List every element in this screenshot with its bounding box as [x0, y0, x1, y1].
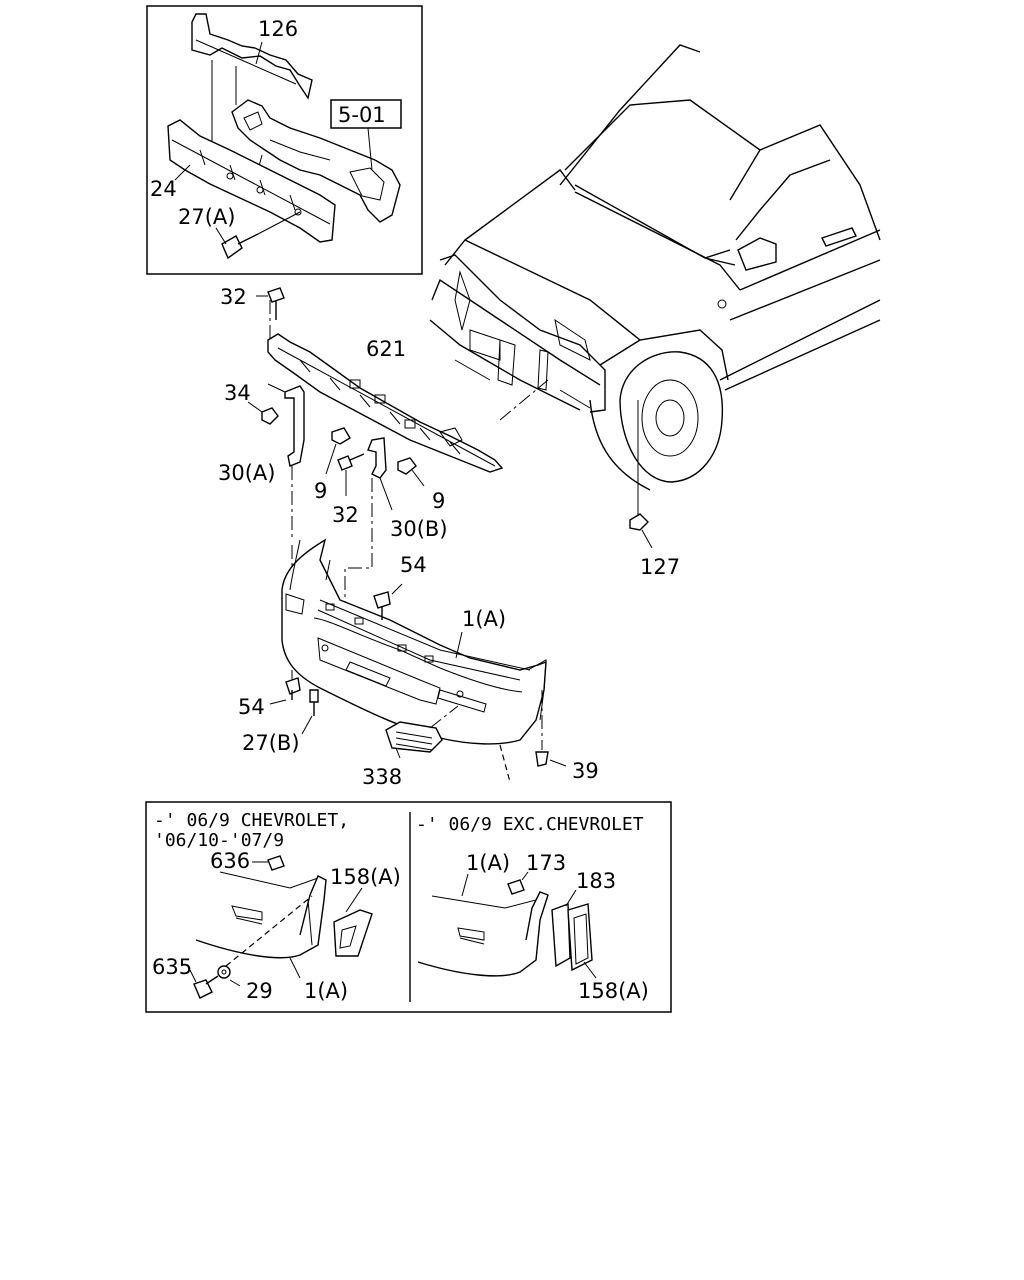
part-636-nut: [267, 855, 285, 871]
part-27a-bolt: [221, 235, 243, 260]
part-24-reinforcement: [167, 119, 336, 243]
label-1a-main: 1(A): [462, 607, 506, 631]
part-126-bracket: [191, 13, 313, 100]
label-1a-left: 1(A): [304, 979, 348, 1003]
label-158a-right: 158(A): [578, 979, 649, 1003]
ref-box-5-01: [330, 99, 402, 129]
part-9-nut-right: [397, 457, 425, 487]
label-27a: 27(A): [178, 205, 235, 229]
part-338-grille: [385, 705, 459, 759]
label-39: 39: [572, 759, 599, 783]
vehicle-front-view: [429, 44, 881, 520]
part-32-bolt-mid: [337, 453, 365, 496]
part-158a-left: [333, 909, 373, 957]
label-126: 126: [258, 17, 298, 41]
label-29: 29: [246, 979, 273, 1003]
part-54-clip-top: [373, 583, 403, 620]
part-621-bumper-support: [267, 300, 549, 473]
part-39-screw: [535, 690, 567, 767]
label-636: 636: [210, 849, 250, 873]
part-127-clip: [629, 513, 653, 549]
label-34: 34: [224, 381, 251, 405]
part-183-seal: [551, 903, 571, 968]
inset-frame: [146, 5, 423, 275]
part-34-nut: [247, 401, 279, 425]
part-158a-right: [567, 903, 593, 972]
label-635: 635: [152, 955, 192, 979]
label-127: 127: [640, 555, 680, 579]
part-1a-front-bumper: [281, 538, 547, 783]
wheel: [619, 351, 724, 483]
label-27b: 27(B): [242, 731, 300, 755]
label-621: 621: [366, 337, 406, 361]
note-left-line2: '06/10-'07/9: [154, 830, 284, 851]
variant-notes: -' 06/9 CHEVROLET, '06/10-'07/9 -' 06/9 …: [154, 810, 644, 851]
part-27b-screw: [301, 689, 319, 735]
label-30a: 30(A): [218, 461, 275, 485]
label-1a-right: 1(A): [466, 851, 510, 875]
label-173: 173: [526, 851, 566, 875]
label-54-top: 54: [400, 553, 427, 577]
part-9-nut-left: [325, 427, 351, 475]
label-32-top: 32: [220, 285, 247, 309]
part-635-bolt: [193, 979, 213, 999]
label-24: 24: [150, 177, 177, 201]
part-32-bolt-top: [256, 287, 285, 320]
part-54-clip-bottom: [269, 677, 301, 705]
variant-frame: [145, 801, 672, 1013]
note-right-line1: -' 06/9 EXC.CHEVROLET: [416, 814, 644, 835]
variant-left-chevrolet: [189, 855, 373, 999]
variant-right-exc-chevrolet: [417, 871, 597, 979]
part-29-washer: [217, 965, 231, 979]
label-30b: 30(B): [390, 517, 448, 541]
label-32-mid: 32: [332, 503, 359, 527]
part-173-nut: [507, 879, 525, 895]
label-158a-left: 158(A): [330, 865, 401, 889]
inset-reinforcement-box: [146, 5, 423, 275]
label-9-left: 9: [314, 479, 327, 503]
variant-box: [145, 801, 672, 1013]
frame-body: [231, 99, 401, 223]
note-left-line1: -' 06/9 CHEVROLET,: [154, 810, 349, 831]
label-54-bottom: 54: [238, 695, 265, 719]
label-5-01: 5-01: [338, 103, 386, 127]
label-183: 183: [576, 869, 616, 893]
label-338: 338: [362, 765, 402, 789]
part-labels: 126 5-01 24 27(A) 32 621 34 30(A) 9 32 3…: [150, 17, 680, 1003]
label-9-right: 9: [432, 489, 445, 513]
